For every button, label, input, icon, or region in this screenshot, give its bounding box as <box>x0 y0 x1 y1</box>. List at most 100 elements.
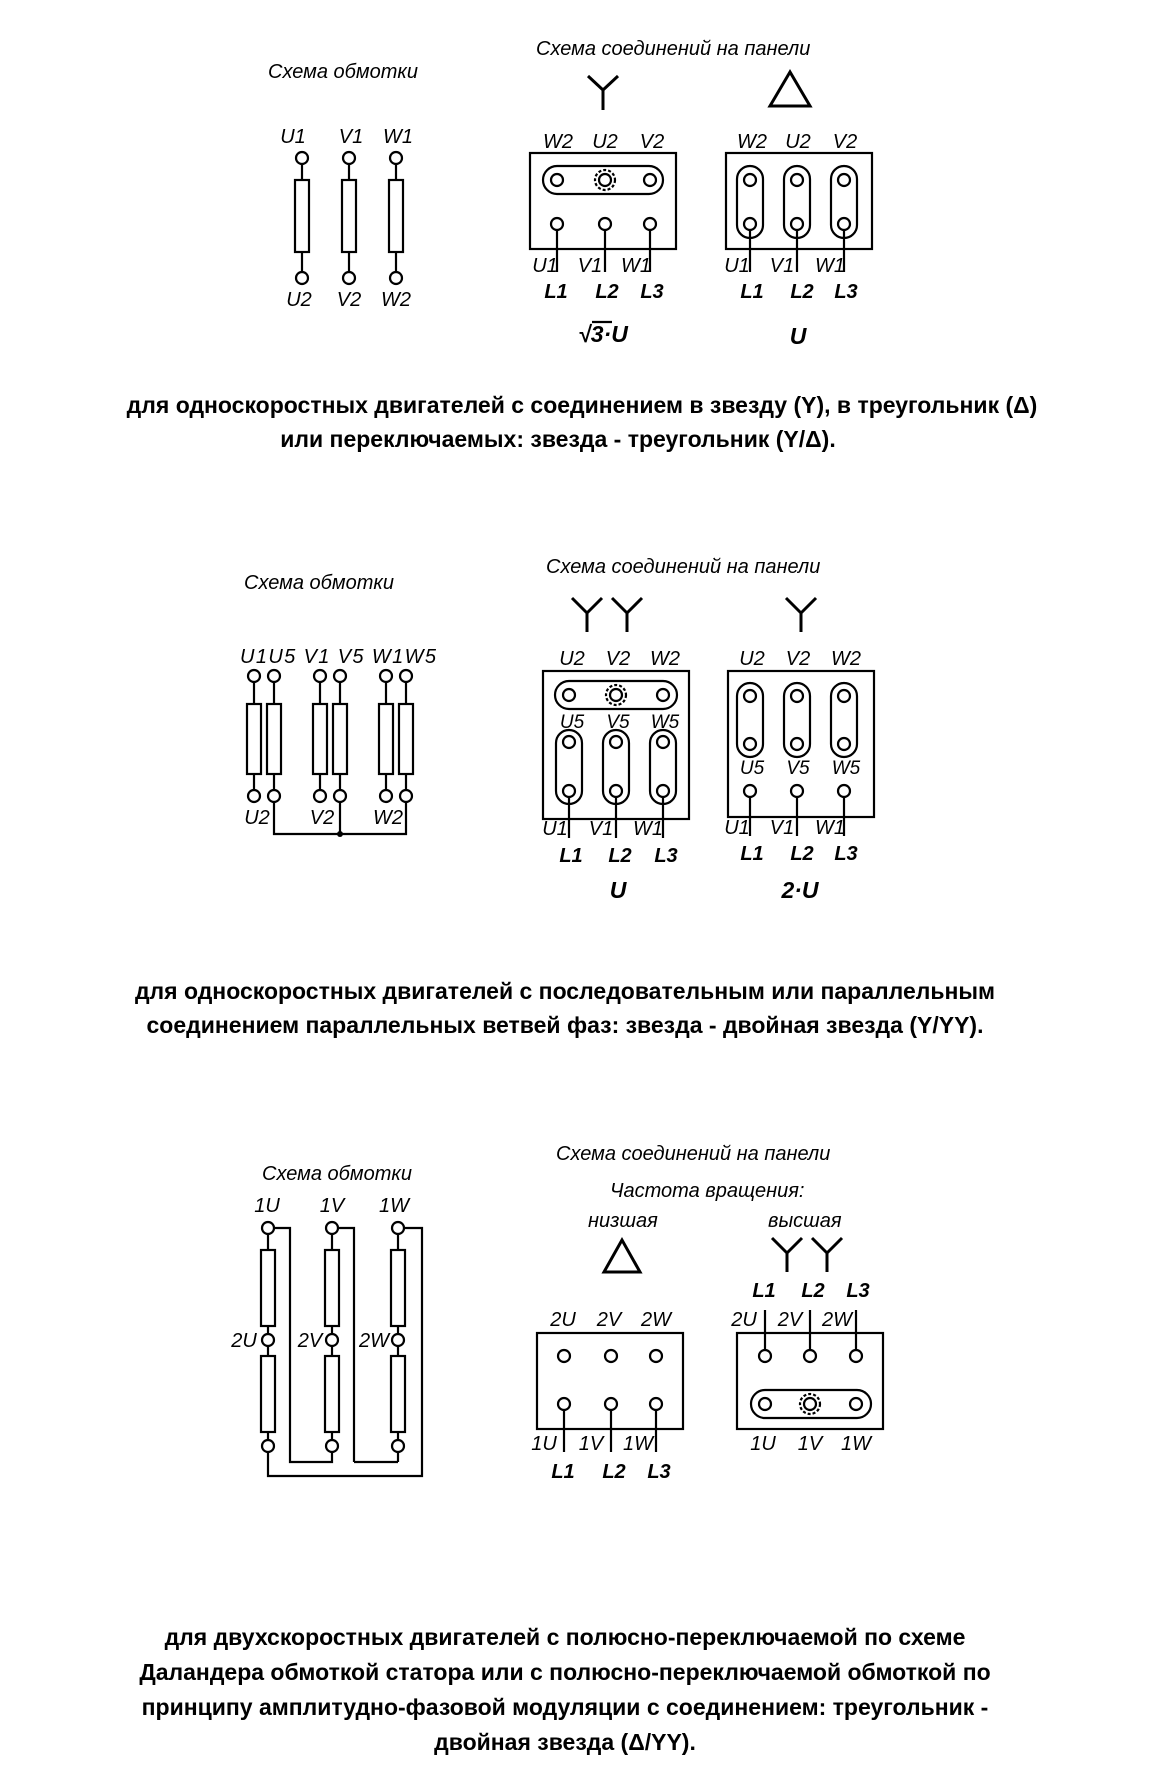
voltage-label-y: 2·U <box>780 877 819 903</box>
star-symbol <box>784 596 818 632</box>
delta-panel: W2 U2 V2 U1 V1 W1 L1 L2 L3 U <box>724 131 874 349</box>
line-label-l2: L2 <box>801 1280 824 1302</box>
star-panel: W2 U2 V2 U1 V1 W1 L1 L2 L3 √3·U <box>528 131 678 347</box>
panel-label-u1: U1 <box>724 255 750 277</box>
panel-title: Схема соединений на панели <box>536 38 810 60</box>
panel-label-u2: U2 <box>785 131 811 153</box>
terminal-label-u1: U1 <box>280 126 306 148</box>
panel-label-u5: U5 <box>560 712 585 733</box>
voltage-label-yy: U <box>610 877 628 903</box>
panel-title: Схема соединений на панели <box>556 1143 830 1165</box>
winding-title: Схема обмотки <box>262 1163 412 1185</box>
panel-label-w1: W1 <box>633 818 663 840</box>
panel-label-u2: U2 <box>739 648 765 670</box>
panel-label-v1: V1 <box>770 817 794 839</box>
panel-label-v1: V1 <box>589 818 613 840</box>
line-label-l3: L3 <box>654 845 677 867</box>
panel-label-1u: 1U <box>531 1433 557 1455</box>
line-label-l3: L3 <box>834 843 857 865</box>
caption-line: для односкоростных двигателей с соединен… <box>127 392 1038 418</box>
junction-dot <box>337 831 343 837</box>
winding-title: Схема обмотки <box>244 572 394 594</box>
panel-label-v2: V2 <box>786 648 810 670</box>
line-label-l1: L1 <box>740 281 763 303</box>
panel-label-u1: U1 <box>724 817 750 839</box>
caption-line: соединением параллельных ветвей фаз: зве… <box>147 1012 984 1038</box>
caption-line: или переключаемых: звезда - треугольник … <box>280 426 835 452</box>
line-label-l2: L2 <box>608 845 631 867</box>
caption-line: Даландера обмоткой статора или с полюсно… <box>139 1659 990 1685</box>
panel-label-u2: U2 <box>559 648 585 670</box>
winding-scheme-2: U1U5 V1 V5 W1W5 U2 <box>240 646 437 837</box>
caption-line: для двухскоростных двигателей с полюсно-… <box>165 1624 966 1650</box>
panel-label-w2: W2 <box>737 131 767 153</box>
line-label-l2: L2 <box>595 281 618 303</box>
terminal-label-w2: W2 <box>381 289 411 311</box>
line-label-l3: L3 <box>640 281 663 303</box>
line-label-l1: L1 <box>752 1280 775 1302</box>
high-speed-label: высшая <box>768 1210 842 1232</box>
line-label-l2: L2 <box>602 1461 625 1483</box>
terminal-label-w1: W1 <box>383 126 413 148</box>
panel-label-u2: U2 <box>592 131 618 153</box>
line-label-l2: L2 <box>790 281 813 303</box>
line-label-l1: L1 <box>551 1461 574 1483</box>
panel-label-1u: 1U <box>750 1433 776 1455</box>
winding-scheme-1: U1 V1 W1 U2 V2 W2 <box>280 126 413 311</box>
panel-label-2u: 2U <box>549 1309 576 1331</box>
terminal-label-2u: 2U <box>230 1330 257 1352</box>
terminal-label-w2: W2 <box>373 807 403 829</box>
line-label-l2: L2 <box>790 843 813 865</box>
panel-label-1v: 1V <box>579 1433 605 1455</box>
section-3: Схема обмотки Схема соединений на панели… <box>139 1143 990 1755</box>
terminal-label-u2: U2 <box>244 807 270 829</box>
panel-label-v1: V1 <box>578 255 602 277</box>
panel-label-2v: 2V <box>596 1309 623 1331</box>
low-speed-label: низшая <box>588 1210 658 1232</box>
terminal-label-v1: V1 <box>339 126 363 148</box>
double-star-panel: U2 V2 W2 U5 V5 W5 U1 <box>541 648 691 903</box>
speed-title: Частота вращения: <box>610 1180 804 1202</box>
voltage-label-delta: U <box>790 323 808 349</box>
panel-label-w5: W5 <box>651 712 680 733</box>
panel-label-w2: W2 <box>831 648 861 670</box>
panel-label-w5: W5 <box>832 758 861 779</box>
winding-title: Схема обмотки <box>268 61 418 83</box>
panel-label-w1: W1 <box>815 817 845 839</box>
line-label-l1: L1 <box>544 281 567 303</box>
line-label-l3: L3 <box>647 1461 670 1483</box>
panel-label-u5: U5 <box>740 758 765 779</box>
terminal-label-2v: 2V <box>297 1330 324 1352</box>
terminal-label-2w: 2W <box>358 1330 391 1352</box>
line-label-l3: L3 <box>834 281 857 303</box>
terminal-label-1w: 1W <box>379 1195 411 1217</box>
star-symbol <box>586 74 620 110</box>
panel-label-v2: V2 <box>606 648 630 670</box>
panel-label-1w: 1W <box>623 1433 655 1455</box>
double-star-symbol <box>770 1236 844 1272</box>
panel-label-u1: U1 <box>532 255 558 277</box>
line-label-l1: L1 <box>740 843 763 865</box>
terminal-label-1u: 1U <box>254 1195 280 1217</box>
voltage-label-star: √3·U <box>578 321 629 347</box>
caption-line: двойная звезда (Δ/YY). <box>434 1729 696 1755</box>
panel-label-2w: 2W <box>821 1309 854 1331</box>
high-speed-panel: L1 L2 L3 2U 2V 2W 1U 1V 1W <box>730 1280 885 1455</box>
delta-symbol <box>767 69 813 108</box>
panel-title: Схема соединений на панели <box>546 556 820 578</box>
panel-label-v2: V2 <box>640 131 664 153</box>
terminal-label-1v: 1V <box>320 1195 346 1217</box>
panel-label-w1: W1 <box>621 255 651 277</box>
caption-line: для односкоростных двигателей с последов… <box>135 978 995 1004</box>
star-panel: U2 V2 W2 U5 V5 W5 U1 V1 W1 L1 <box>724 648 876 903</box>
panel-label-w2: W2 <box>543 131 573 153</box>
panel-label-v5: V5 <box>606 712 630 733</box>
terminal-labels-top: U1U5 V1 V5 W1W5 <box>240 646 437 668</box>
panel-label-2w: 2W <box>640 1309 673 1331</box>
panel-label-1w: 1W <box>841 1433 873 1455</box>
panel-label-v1: V1 <box>770 255 794 277</box>
low-speed-panel: 2U 2V 2W 1U 1V 1W L1 L2 L3 <box>531 1309 685 1483</box>
winding-scheme-3: 1U 1V 1W <box>230 1195 424 1478</box>
panel-label-w1: W1 <box>815 255 845 277</box>
